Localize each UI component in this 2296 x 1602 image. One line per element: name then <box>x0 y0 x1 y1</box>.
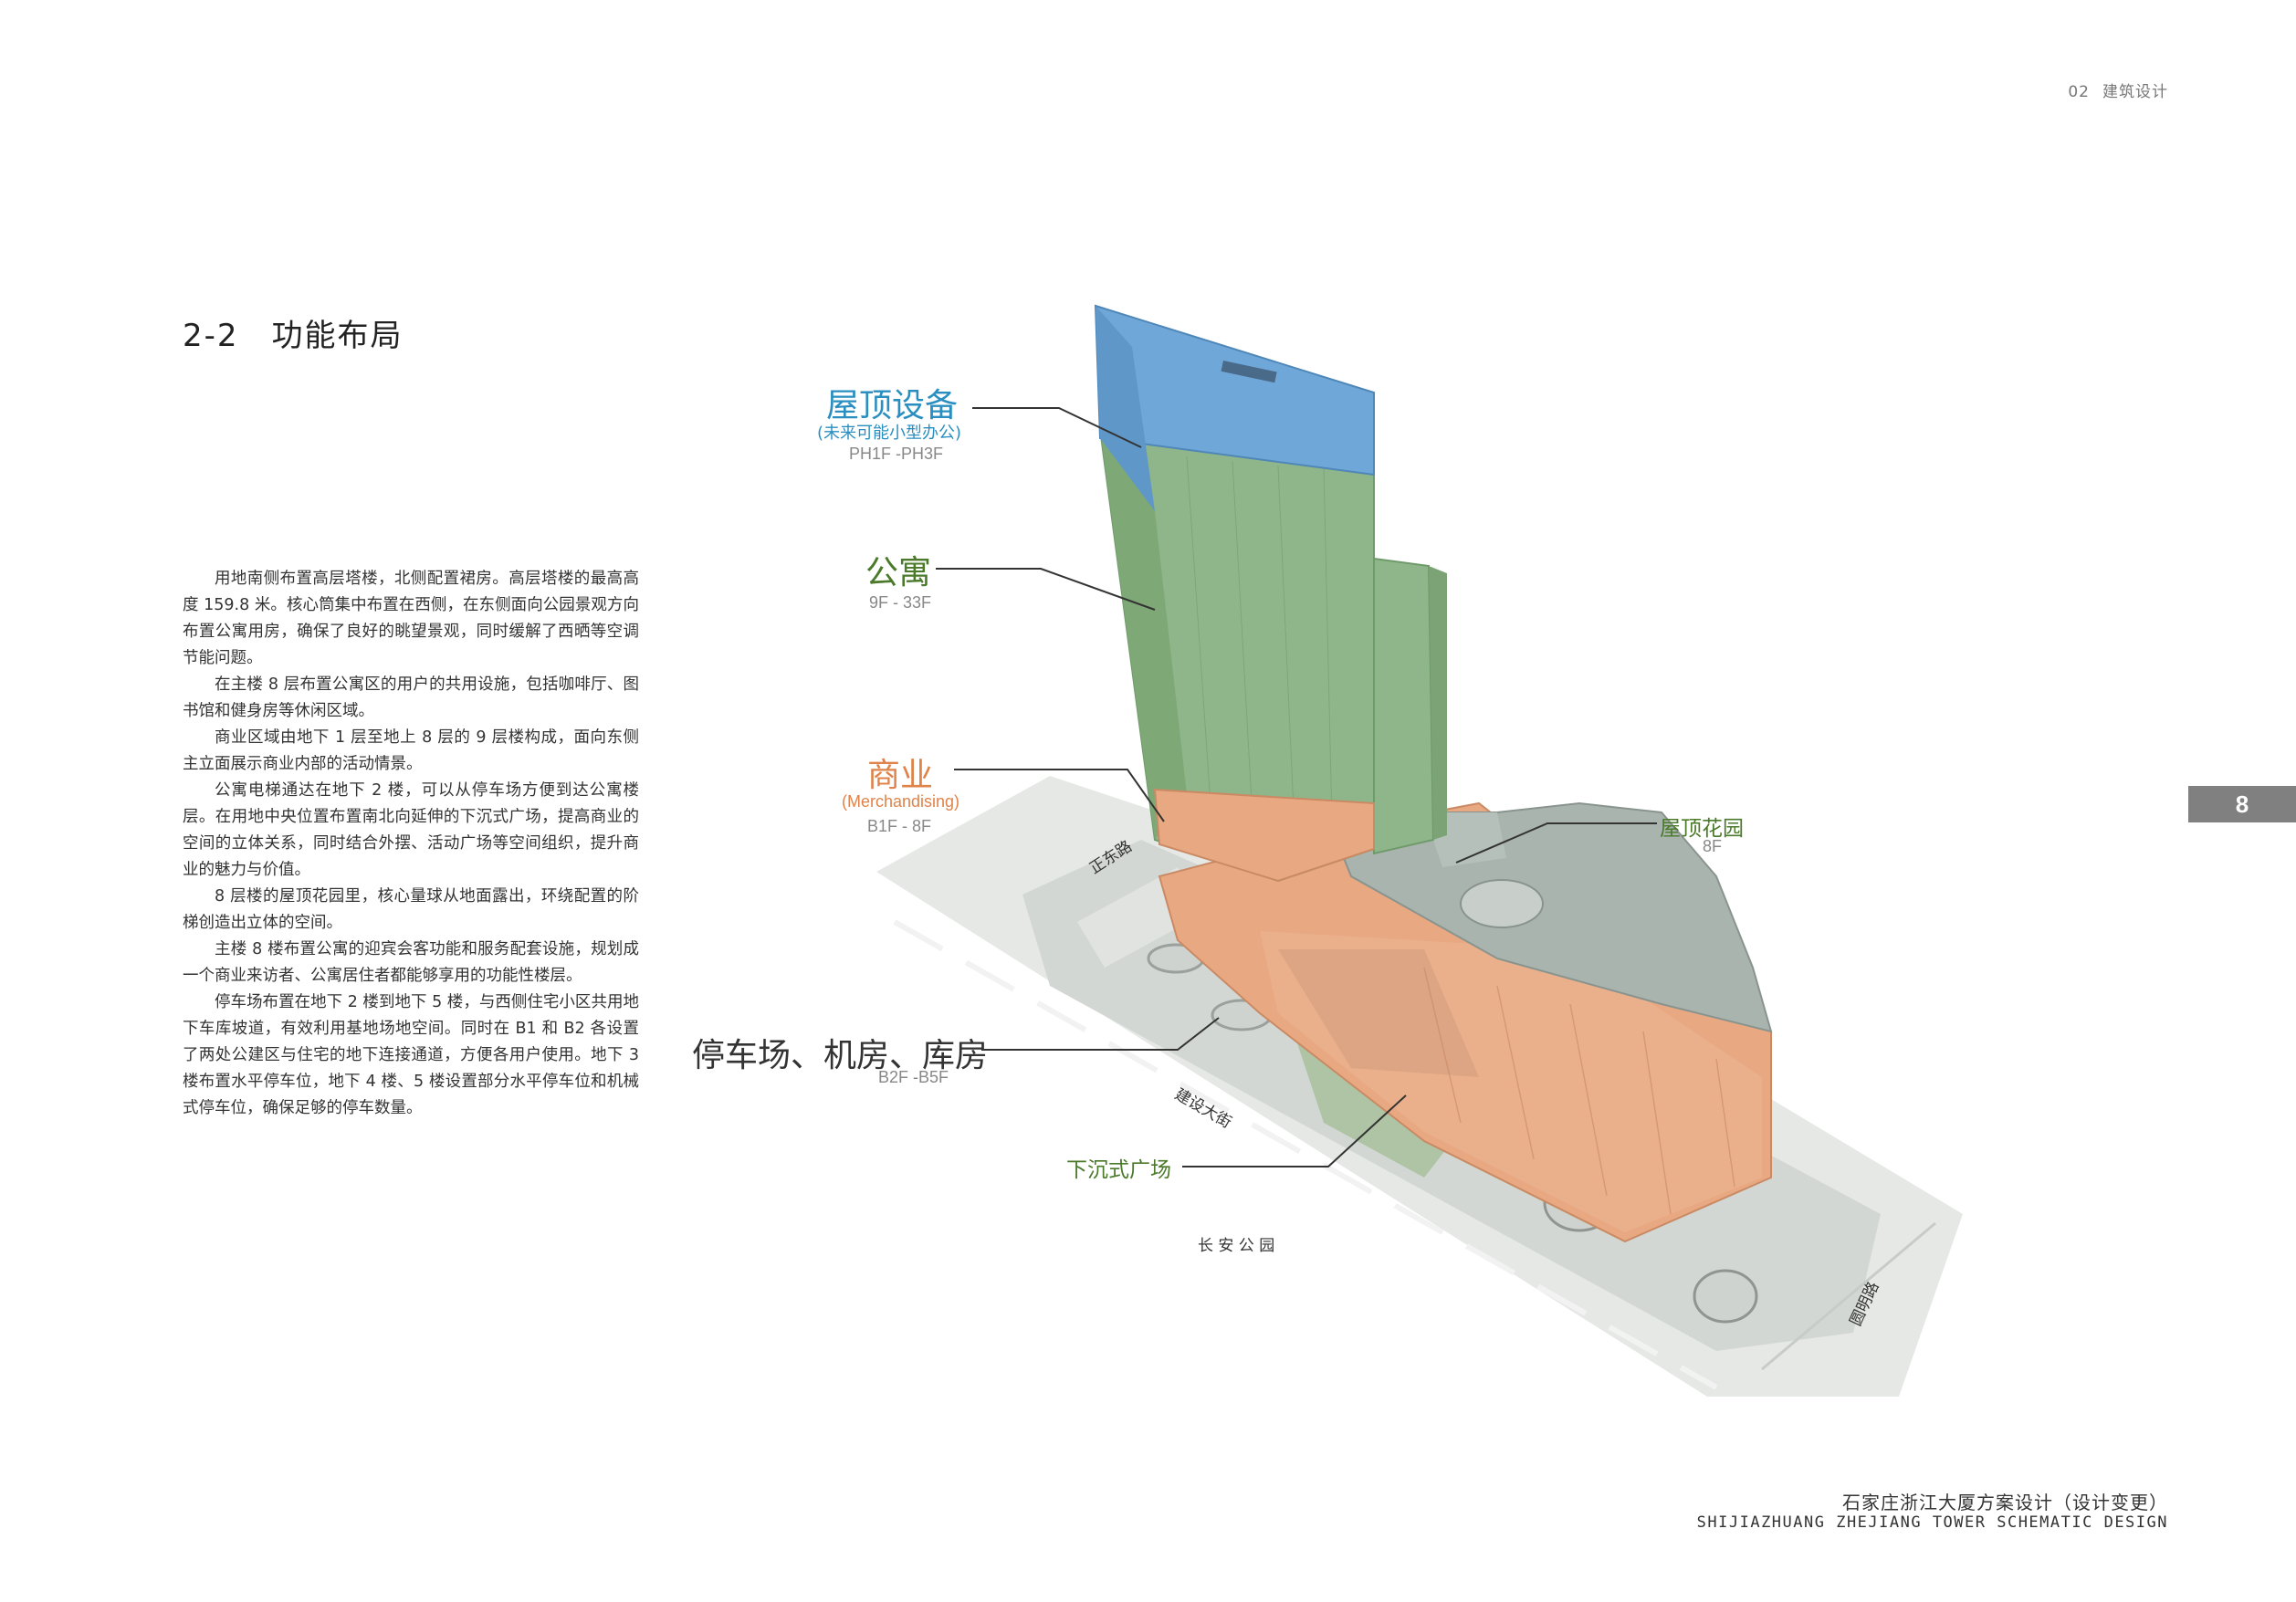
label-parking-floors: B2F -B5F <box>878 1068 949 1086</box>
footer-title-cn: 石家庄浙江大厦方案设计（设计变更） <box>1842 1492 2168 1513</box>
title-number: 2-2 <box>183 318 239 354</box>
description-text: 用地南侧布置高层塔楼，北侧配置裙房。高层塔楼的最高高度 159.8 米。核心筒集… <box>183 566 639 1122</box>
paragraph: 在主楼 8 层布置公寓区的用户的共用设施，包括咖啡厅、图书馆和健身房等休闲区域。 <box>183 675 639 720</box>
paragraph: 用地南侧布置高层塔楼，北侧配置裙房。高层塔楼的最高高度 159.8 米。核心筒集… <box>183 570 639 667</box>
title-text: 功能布局 <box>271 318 404 354</box>
section-name: 建筑设计 <box>2102 83 2168 101</box>
label-commercial: 商业 <box>867 757 934 794</box>
secondary-tower <box>1373 557 1447 855</box>
street-label-changan-park: 长 安 公 园 <box>1198 1237 1275 1255</box>
label-sunken-plaza: 下沉式广场 <box>1066 1158 1171 1182</box>
page-number-tab: 8 <box>2188 786 2296 822</box>
footer-title-en: SHIJIAZHUANG ZHEJIANG TOWER SCHEMATIC DE… <box>1696 1513 2168 1532</box>
paragraph: 公寓电梯通达在地下 2 楼，可以从停车场方便到达公寓楼层。在用地中央位置布置南北… <box>183 781 639 879</box>
label-apartment-floors: 9F - 33F <box>869 593 932 612</box>
paragraph: 商业区域由地下 1 层至地上 8 层的 9 层楼构成，面向东侧主立面展示商业内部… <box>183 728 639 773</box>
leader-lines <box>936 407 1657 1167</box>
paragraph: 主楼 8 楼布置公寓的迎宾会客功能和服务配套设施，规划成一个商业来访者、公寓居住… <box>183 940 639 985</box>
tower-commercial-base <box>1153 788 1375 883</box>
label-apartment: 公寓 <box>865 554 932 592</box>
label-commercial-sub: (Merchandising) <box>842 792 960 811</box>
section-number: 02 <box>2068 83 2090 101</box>
label-roof-garden: 屋顶花园 <box>1660 817 1744 841</box>
paragraph: 停车场布置在地下 2 楼到地下 5 楼，与西侧住宅小区共用地下车库坡道，有效利用… <box>183 993 639 1117</box>
label-commercial-floors: B1F - 8F <box>867 817 932 835</box>
label-roof-equipment-sub: (未来可能小型办公) <box>817 424 962 443</box>
roof-equipment-crown <box>1094 304 1375 511</box>
label-roof-equipment-floors: PH1F -PH3F <box>849 445 944 463</box>
label-parking: 停车场、机房、库房 <box>692 1037 989 1074</box>
label-roof-garden-floors: 8F <box>1703 837 1723 855</box>
label-roof-equipment: 屋顶设备 <box>826 387 959 424</box>
roof-garden-area <box>1331 801 1773 1033</box>
paragraph: 8 层楼的屋顶花园里，核心量球从地面露出，环绕配置的阶梯创造出立体的空间。 <box>183 887 639 932</box>
page-title: 2-2 功能布局 <box>183 310 404 355</box>
section-header: 02 建筑设计 <box>2055 79 2168 101</box>
